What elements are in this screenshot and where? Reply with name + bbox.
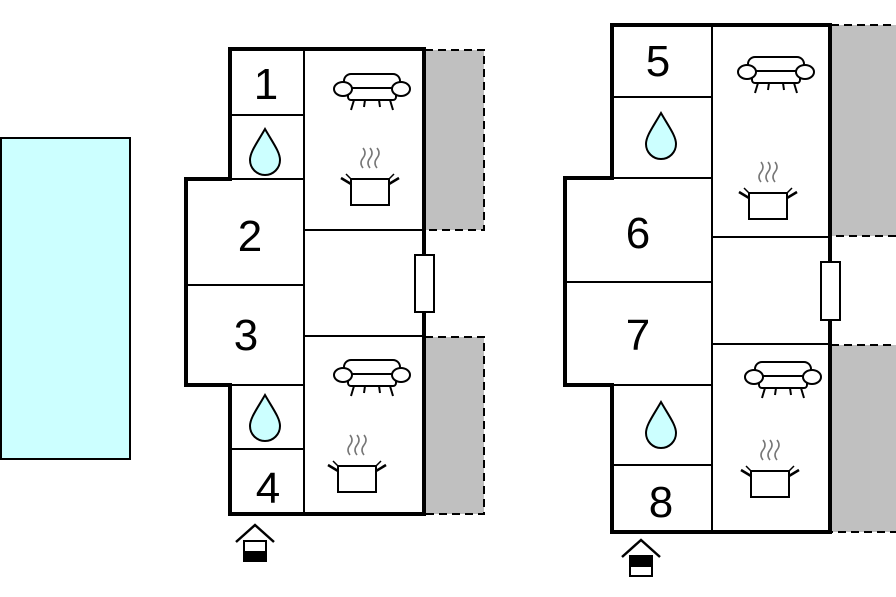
room-number-5: 5 xyxy=(646,37,670,86)
terrace-upper-left xyxy=(424,49,485,231)
room-number-4: 4 xyxy=(256,464,280,513)
building-left: 1 2 3 4 xyxy=(184,47,485,563)
cooking-pot-icon xyxy=(737,160,799,221)
room-number-2: 2 xyxy=(238,212,262,261)
sofa-icon xyxy=(744,361,822,399)
room-number-1: 1 xyxy=(254,60,278,109)
terrace-lower-right xyxy=(830,344,896,533)
sofa-icon xyxy=(333,73,411,111)
room-number-6: 6 xyxy=(626,209,650,258)
room-number-8: 8 xyxy=(649,478,673,527)
terrace-upper-right xyxy=(830,24,896,237)
window-left xyxy=(414,254,435,313)
room-number-3: 3 xyxy=(234,311,258,360)
cooking-pot-icon xyxy=(339,146,401,207)
cooking-pot-icon xyxy=(326,433,388,494)
water-drop-icon xyxy=(645,112,677,160)
water-drop-icon xyxy=(249,394,281,442)
water-drop-icon xyxy=(645,401,677,449)
swimming-pool xyxy=(0,137,131,460)
terrace-lower-left xyxy=(424,336,485,515)
building-right: 5 6 7 8 xyxy=(563,23,896,578)
window-right xyxy=(820,261,841,321)
house-entrance-icon xyxy=(234,523,276,563)
house-entrance-icon xyxy=(620,538,662,578)
sofa-icon xyxy=(737,56,815,94)
cooking-pot-icon xyxy=(739,438,801,499)
sofa-icon xyxy=(333,359,411,397)
room-number-7: 7 xyxy=(626,311,650,360)
